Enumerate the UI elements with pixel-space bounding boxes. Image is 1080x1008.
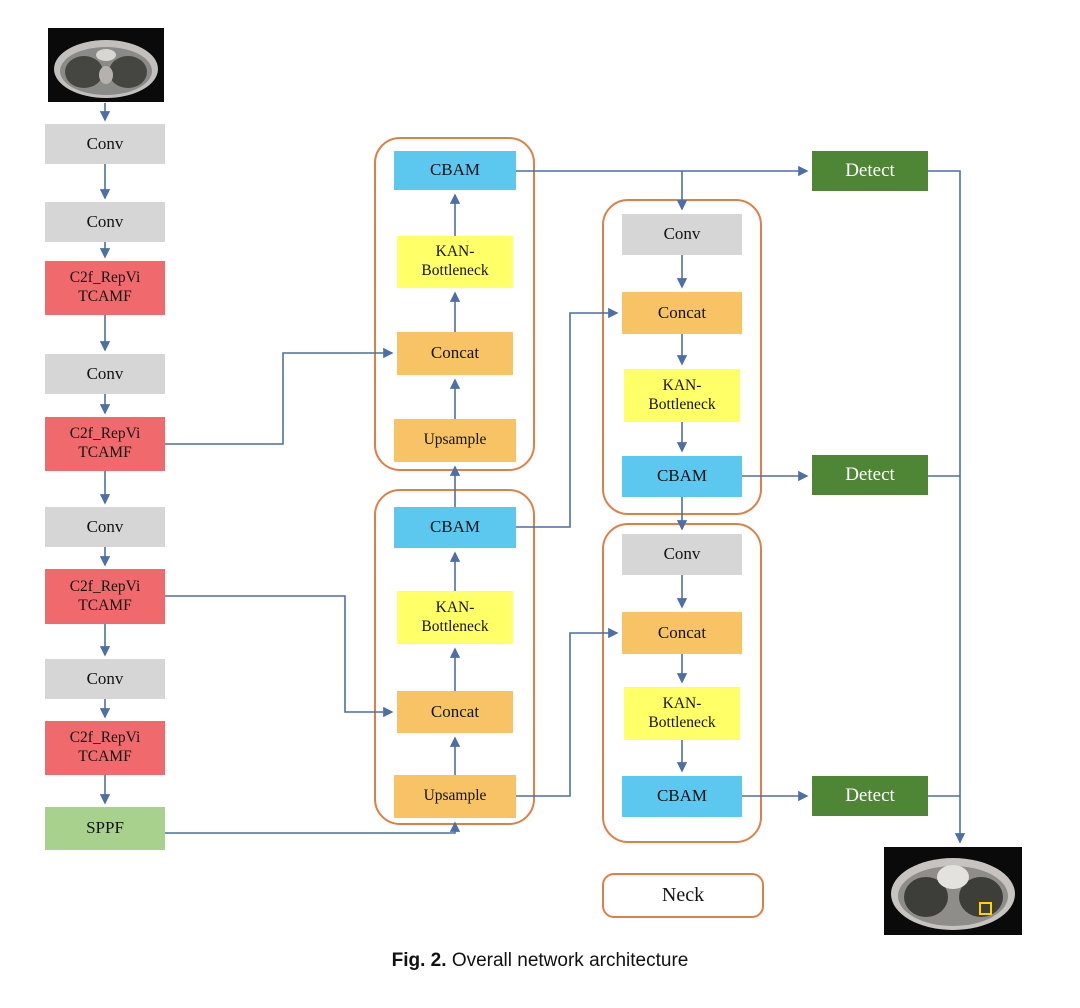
figure-caption-prefix: Fig. 2. bbox=[391, 950, 447, 971]
detection-box bbox=[979, 902, 992, 915]
backbone-c2f-repvitcamf-1: C2f_RepVi TCAMF bbox=[45, 261, 165, 315]
backbone-conv-4: Conv bbox=[45, 507, 165, 547]
pan-top-cbam: CBAM bbox=[622, 456, 742, 497]
backbone-conv-3: Conv bbox=[45, 354, 165, 394]
fpn-bottom-upsample: Upsample bbox=[394, 775, 516, 818]
fpn-top-cbam: CBAM bbox=[394, 151, 516, 190]
backbone-conv-5: Conv bbox=[45, 659, 165, 699]
backbone-c2f-repvitcamf-2: C2f_RepVi TCAMF bbox=[45, 417, 165, 471]
pan-bottom-kan-bottleneck: KAN- Bottleneck bbox=[624, 687, 740, 740]
backbone-conv-2: Conv bbox=[45, 202, 165, 242]
detect-head-2: Detect bbox=[812, 455, 928, 495]
detect-head-3: Detect bbox=[812, 776, 928, 816]
fpn-top-concat: Concat bbox=[397, 332, 513, 375]
backbone-conv-1: Conv bbox=[45, 124, 165, 164]
pan-bottom-concat: Concat bbox=[622, 612, 742, 654]
fpn-bottom-cbam: CBAM bbox=[394, 507, 516, 548]
fpn-top-upsample: Upsample bbox=[394, 419, 516, 462]
pan-top-concat: Concat bbox=[622, 292, 742, 334]
backbone-sppf: SPPF bbox=[45, 807, 165, 850]
pan-bottom-conv: Conv bbox=[622, 534, 742, 575]
detect-head-1: Detect bbox=[812, 151, 928, 191]
fpn-top-kan-bottleneck: KAN- Bottleneck bbox=[397, 236, 513, 288]
pan-bottom-cbam: CBAM bbox=[622, 776, 742, 817]
figure-caption-text: Overall network architecture bbox=[451, 950, 689, 971]
input-ct-image bbox=[48, 28, 164, 102]
pan-top-kan-bottleneck: KAN- Bottleneck bbox=[624, 369, 740, 422]
output-ct-image bbox=[884, 847, 1022, 935]
neck-legend: Neck bbox=[602, 873, 764, 918]
backbone-c2f-repvitcamf-3: C2f_RepVi TCAMF bbox=[45, 569, 165, 624]
fpn-bottom-concat: Concat bbox=[397, 691, 513, 733]
pan-top-conv: Conv bbox=[622, 214, 742, 255]
figure-caption: Fig. 2. Overall network architecture bbox=[0, 950, 1080, 972]
fpn-bottom-kan-bottleneck: KAN- Bottleneck bbox=[397, 591, 513, 644]
backbone-c2f-repvitcamf-4: C2f_RepVi TCAMF bbox=[45, 721, 165, 775]
